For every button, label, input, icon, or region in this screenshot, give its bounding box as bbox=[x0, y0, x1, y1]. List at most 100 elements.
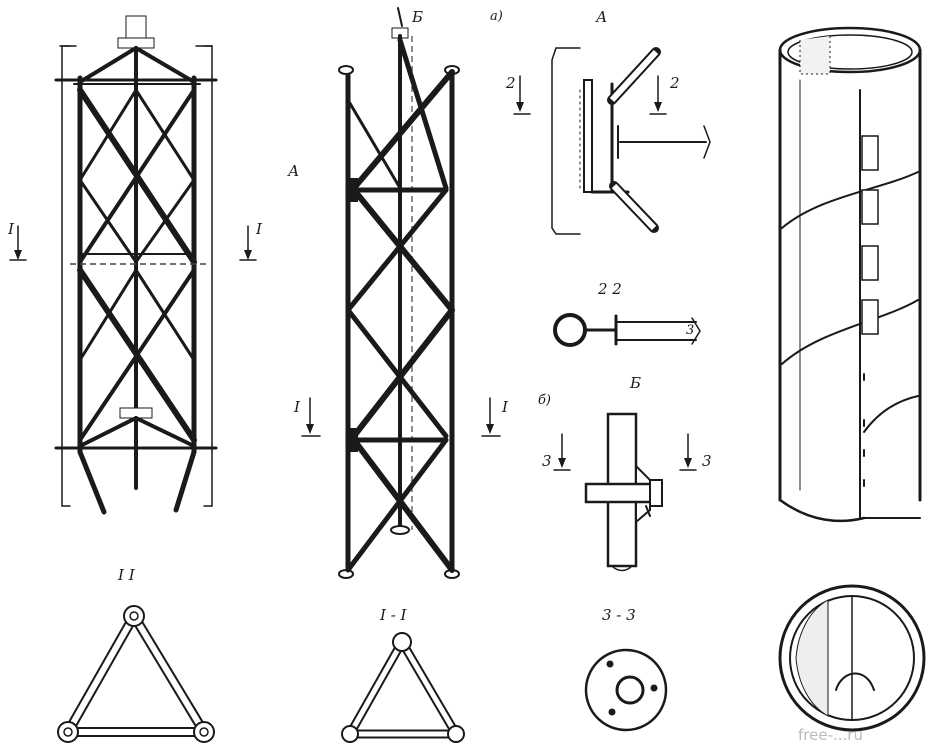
detail-b-nut bbox=[649, 479, 663, 507]
detail-b-arrowhead-right bbox=[684, 458, 692, 468]
middle-knob-bc bbox=[390, 525, 410, 535]
left-sec-mark-b: I bbox=[255, 220, 263, 238]
section-2-2: 2 2 3 bbox=[553, 280, 701, 347]
left-top-strut-r bbox=[134, 46, 196, 84]
shell-band-1 bbox=[781, 171, 919, 229]
mid-sec-arrowhead-a bbox=[306, 424, 314, 434]
section-2-tube bbox=[553, 313, 587, 347]
middle-diag-3 bbox=[346, 98, 402, 190]
left-tri-side-r-inner bbox=[131, 614, 207, 734]
mid-tri-node-l bbox=[341, 725, 359, 743]
detail-b-bolt bbox=[584, 482, 654, 504]
shell-band-2 bbox=[781, 299, 919, 365]
detail-a-title: А bbox=[595, 8, 607, 26]
middle-diag-2 bbox=[397, 37, 449, 191]
detail-b-sec-left: 3 bbox=[542, 452, 552, 470]
middle-diag-4 bbox=[351, 187, 455, 313]
left-diag-4 bbox=[78, 88, 138, 182]
detail-a-chord bbox=[583, 79, 593, 193]
left-diag-2 bbox=[78, 88, 196, 264]
left-section-title: I I bbox=[117, 566, 136, 584]
section-3-bolt-3 bbox=[608, 708, 616, 716]
shell-bottom-curve bbox=[778, 498, 866, 523]
left-diag-10 bbox=[78, 268, 138, 362]
left-tri-node-top-inner bbox=[129, 611, 139, 621]
left-triangle-section: I I bbox=[57, 566, 215, 743]
detail-b-sec-right: 3 bbox=[702, 452, 712, 470]
mid-sec-mark-b: I bbox=[501, 398, 509, 416]
mid-tri-side-l-inner bbox=[347, 640, 405, 736]
detail-a-sec-right: 2 bbox=[669, 74, 680, 92]
detail-b-tube-end bbox=[611, 565, 633, 572]
middle-diag-5 bbox=[345, 187, 449, 313]
middle-diag-1 bbox=[351, 69, 455, 191]
shell-lugs bbox=[861, 135, 879, 487]
left-leg-2 bbox=[173, 449, 197, 513]
mid-tri-side-r-inner bbox=[399, 640, 459, 736]
left-diag-3 bbox=[134, 88, 196, 182]
section-2-part-mark: 3 bbox=[686, 323, 694, 338]
detail-b-arrowhead-left bbox=[558, 458, 566, 468]
circle-section-arc bbox=[835, 672, 875, 691]
right-circular-section: free-...ru bbox=[778, 584, 926, 744]
left-section-marks: I I bbox=[7, 220, 263, 261]
left-diag-8 bbox=[78, 268, 196, 442]
middle-diag-7 bbox=[345, 307, 449, 439]
detail-a-bracket bbox=[551, 47, 581, 235]
detail-b: б) Б 3 3 bbox=[538, 374, 712, 572]
shell-lug-4 bbox=[861, 299, 879, 335]
watermark: free-...ru bbox=[798, 726, 863, 744]
left-bottom-strut-l bbox=[78, 416, 138, 448]
section-2-title: 2 2 bbox=[597, 280, 622, 298]
left-bracket-r bbox=[203, 45, 213, 507]
left-tri-side-l-inner bbox=[65, 614, 137, 734]
shell-lug-3 bbox=[861, 245, 879, 281]
middle-knob-tl bbox=[338, 65, 354, 75]
middle-section-marks: I I bbox=[293, 397, 509, 437]
detail-a-break bbox=[703, 125, 711, 159]
left-diag-6 bbox=[134, 178, 196, 264]
detail-a: а) А 2 2 bbox=[490, 8, 711, 235]
mid-section-title: I - I bbox=[379, 606, 408, 624]
left-leg-1 bbox=[77, 449, 107, 515]
mid-sec-arrowhead-b bbox=[486, 424, 494, 434]
left-bottom-strut-r bbox=[134, 416, 196, 448]
shell-lug-1 bbox=[861, 135, 879, 171]
section-3-title: 3 - 3 bbox=[602, 606, 636, 624]
left-diag-5 bbox=[78, 178, 138, 264]
section-3-bolt-2 bbox=[650, 684, 658, 692]
left-lattice-tower bbox=[54, 15, 218, 515]
shell-cutout-curve bbox=[863, 395, 919, 433]
detail-a-fig-label: а) bbox=[490, 9, 503, 24]
left-tri-node-r-inner bbox=[199, 727, 209, 737]
middle-lattice-tower: Б А bbox=[287, 7, 460, 579]
shell-lug-2 bbox=[861, 189, 879, 225]
detail-b-pin bbox=[645, 505, 651, 517]
section-3-center-hole bbox=[615, 675, 645, 705]
section-3-3: 3 - 3 bbox=[584, 606, 668, 732]
detail-a-arrowhead-left bbox=[516, 102, 524, 112]
middle-plate-top bbox=[350, 178, 358, 202]
middle-triangle-section: I - I bbox=[341, 606, 465, 743]
middle-plate-bottom bbox=[350, 428, 358, 452]
middle-top-hook bbox=[397, 7, 403, 27]
right-cylinder-shell bbox=[778, 26, 922, 523]
left-top-strut-l bbox=[78, 46, 138, 84]
left-sec-arrowhead-a bbox=[14, 250, 22, 260]
left-sec-mark-a: I bbox=[7, 220, 15, 238]
section-3-bolt-1 bbox=[606, 660, 614, 668]
left-tri-node-l-inner bbox=[63, 727, 73, 737]
left-diag-9 bbox=[134, 268, 196, 362]
detail-a-brace-down-inner bbox=[611, 183, 657, 231]
middle-fig-label: Б bbox=[411, 8, 423, 26]
detail-b-title: Б bbox=[629, 374, 641, 392]
mid-tri-node-r bbox=[447, 725, 465, 743]
shell-top-inner bbox=[787, 34, 913, 70]
detail-a-arrowhead-right bbox=[654, 102, 662, 112]
left-sec-arrowhead-b bbox=[244, 250, 252, 260]
middle-diag-9 bbox=[345, 437, 449, 573]
shell-top-fill bbox=[799, 36, 831, 75]
circle-section-fill bbox=[795, 599, 829, 717]
middle-diag-6 bbox=[351, 307, 455, 439]
